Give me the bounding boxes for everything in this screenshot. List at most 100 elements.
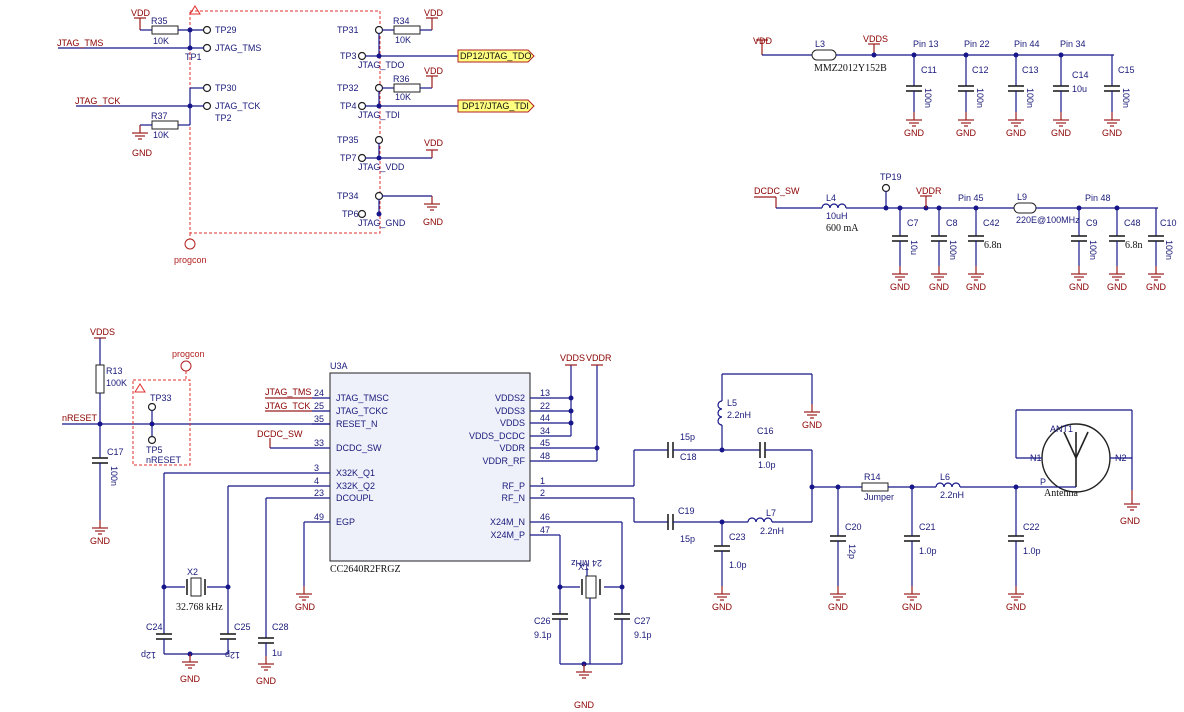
reset-block: VDDS R13 100K nRESET C17 100n GND progco… [62,327,336,546]
gnd-label: GND [902,602,923,612]
l3-ref: L3 [815,39,825,49]
dcdc-sw-net: DCDC_SW [257,429,303,439]
tp30-point [202,83,212,93]
port-tdo-label: DP12/JTAG_TDO [460,51,531,61]
gnd-label: GND [956,128,977,138]
c19-ref: C19 [678,506,695,516]
gnd-label: GND [1102,128,1123,138]
vdd-label: VDD [424,138,444,148]
ant-value: Antenna [1044,488,1078,499]
ant-n2-label: N2 [1115,453,1127,463]
tp2-net: JTAG_TCK [215,101,260,111]
antenna-ant1: GND ANT1 N1 N2 P Antenna [1015,409,1141,526]
ic-pin-number: 1 [540,476,545,486]
l7-ref: L7 [766,508,776,518]
ic-pin-number: 46 [540,512,550,522]
ant1-ref: ANT1 [1050,424,1073,434]
c22-value: 1.0p [1023,546,1041,556]
gnd-label: GND [802,420,823,430]
tp30-label: TP30 [215,83,237,93]
ic-pin-number: 45 [540,438,550,448]
ic-pin-name: JTAG_TCKC [336,406,388,416]
ic-pin-number: 44 [540,413,550,423]
c18-ref: C18 [680,452,697,462]
gnd-label: GND [1006,128,1027,138]
x2-crystal [190,577,202,597]
progcon-marker [184,238,196,250]
c13-ref: C13 [1022,65,1039,75]
c28-value: 1u [272,648,282,658]
c11-value: 100n [923,88,933,108]
jtag-tms-net: JTAG_TMS [57,38,103,48]
l9-bead [1013,202,1037,214]
jtag-tms-net: JTAG_TMS [265,387,311,397]
c20-value: 12p [847,544,857,559]
vdds-label: VDDS [863,34,888,44]
progcon-label-2: progcon [172,349,205,359]
gnd-label: GND [256,676,277,686]
tp7-label: TP7 [340,153,357,163]
c15-value: 100n [1121,88,1131,108]
ic-left-nets: JTAG_TMS JTAG_TCK DCDC_SW GND [164,387,316,612]
dcdc-decoupling: DCDC_SW L4 10uH 600 mA TP19 VDDR C7 10u … [754,172,1177,292]
tp19-label: TP19 [880,172,902,182]
pin34-label: Pin 34 [1060,39,1086,49]
r13-value: 100K [106,378,127,388]
c13-value: 100n [1025,88,1035,108]
port-tdo [457,49,535,63]
r37-value: 10K [153,130,169,140]
gnd-label: GND [423,217,444,227]
ic-name: CC2640R2FRGZ [330,564,401,575]
r36-resistor [393,83,421,93]
l9-ref: L9 [1017,192,1027,202]
x1-crystal [585,575,597,599]
gnd-label: GND [180,674,201,684]
jtag-tck-net: JTAG_TCK [265,401,310,411]
c24-ref: C24 [146,622,163,632]
ic-pin-name: VDDR [499,443,525,453]
vdd-label: VDD [131,8,151,18]
x1-value: 24 MHz [570,558,602,568]
c16-ref: C16 [757,426,774,436]
vdd-label: VDD [424,8,444,18]
gnd-label: GND [712,602,733,612]
ic-pin-name: VDDS3 [495,406,525,416]
vdds-decoupling: VDD L3 MMZ2012Y152B VDDS Pin 13 C11 100n… [753,34,1135,138]
gnd-label: GND [1107,282,1128,292]
ic-pin-name: RF_N [501,493,525,503]
c23-ref: C23 [729,532,746,542]
c23-value: 1.0p [729,560,747,570]
r37-resistor [151,120,179,130]
c7-value: 10u [909,240,919,255]
l5-value: 2.2nH [727,410,751,420]
c10-value: 100n [1164,240,1174,260]
pin48-label: Pin 48 [1085,193,1111,203]
progcon-label: progcon [174,255,207,265]
c10-ref: C10 [1160,218,1177,228]
rf-network: 15p C18 GND L5 2.2nH C16 1.0p C19 15p C2… [548,373,1058,612]
ic-pin-name: VDDS [500,418,525,428]
ic-pin-name: X32K_Q2 [336,481,375,491]
ic-pin-name: EGP [336,517,355,527]
c27-value: 9.1p [634,630,652,640]
l4-value: 10uH [826,211,848,221]
c26-value: 9.1p [534,630,552,640]
r14-ref: R14 [864,472,881,482]
l6-value: 2.2nH [940,490,964,500]
tp29-label: TP29 [215,25,237,35]
c12-ref: C12 [972,65,989,75]
c42-ref: C42 [983,218,1000,228]
ic-pin-name: RESET_N [336,419,378,429]
vdd-label: VDD [753,36,773,46]
ic-pin-name: VDDS_DCDC [469,431,526,441]
ic-ref: U3A [330,361,348,371]
l3-bead [811,49,837,61]
x32k-crystal: X2 32.768 kHz GND C24 12p C25 12p C28 1u… [141,473,289,686]
r37-ref: R37 [151,111,168,121]
ic-pin-number: 4 [314,476,319,486]
c48-ref: C48 [1124,218,1141,228]
vdd-label: VDD [424,66,444,76]
ic-right-power: VDDS VDDR [548,353,612,462]
r36-value: 10K [395,92,411,102]
